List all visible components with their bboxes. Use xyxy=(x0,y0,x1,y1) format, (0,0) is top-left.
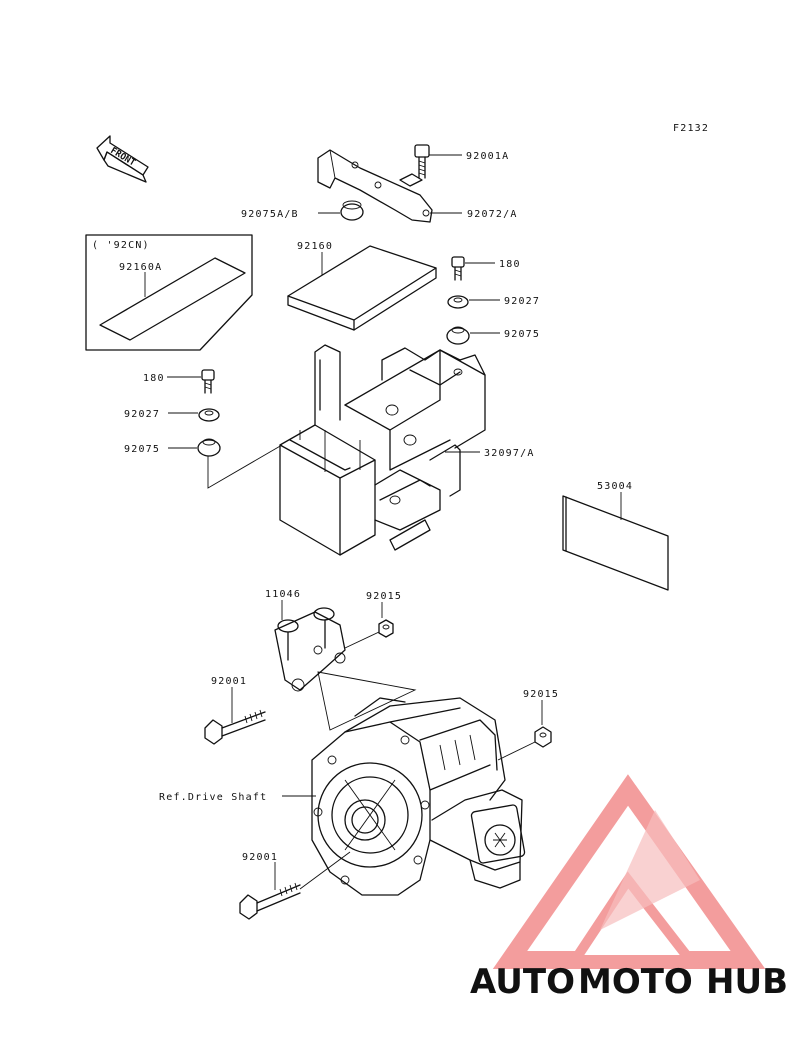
washer-92027-right xyxy=(447,295,469,309)
watermark-logo xyxy=(492,774,766,969)
watermark-hub: HUB xyxy=(706,962,788,1002)
label-92027-left: 92027 xyxy=(124,409,160,420)
bolt-92001A xyxy=(414,144,430,179)
label-92027-right: 92027 xyxy=(504,296,540,307)
label-92001-lower: 92001 xyxy=(242,852,278,863)
label-32097A: 32097/A xyxy=(484,448,535,459)
label-53004: 53004 xyxy=(597,481,633,492)
inset-92cn: ( '92CN) 92160A xyxy=(85,234,253,351)
inset-label: ( '92CN) xyxy=(92,240,150,251)
label-plate-53004: 53004 xyxy=(562,481,669,591)
grommet-92075-right xyxy=(446,326,470,345)
label-180-right: 180 xyxy=(499,259,521,270)
nut-92015-right: 92015 xyxy=(497,689,559,761)
label-92015-top: 92015 xyxy=(366,591,402,602)
label-92001-upper: 92001 xyxy=(211,676,247,687)
pad-92160: 92160 xyxy=(287,241,437,331)
label-92015-right: 92015 xyxy=(523,689,559,700)
nut-92015-top: 92015 xyxy=(344,591,402,649)
watermark-moto: MOTO xyxy=(578,962,693,1002)
watermark-auto: AUTO xyxy=(470,962,575,1002)
label-92075AB: 92075A/B xyxy=(241,209,299,220)
label-92075-left: 92075 xyxy=(124,444,160,455)
mount-11046: 11046 xyxy=(265,589,346,692)
bolt-92001-upper: 92001 xyxy=(204,676,266,745)
front-label: FRONT xyxy=(108,146,137,169)
bolt-180-left xyxy=(201,369,215,394)
front-arrow-icon: FRONT xyxy=(96,135,149,183)
watermark-text: AUTO MOTO HUB xyxy=(470,962,788,1002)
figure-code: F2132 xyxy=(673,123,709,134)
label-92160: 92160 xyxy=(297,241,333,252)
final-gear-case xyxy=(311,697,526,896)
label-92072A: 92072/A xyxy=(467,209,518,220)
grommet-92075-left xyxy=(197,438,221,457)
bracket-92072 xyxy=(317,149,433,223)
bolt-92001-lower: 92001 xyxy=(239,851,351,920)
bolt-180-right xyxy=(451,256,465,281)
battery-case-32097 xyxy=(279,344,486,556)
label-92001A: 92001A xyxy=(466,151,509,162)
label-92160A: 92160A xyxy=(119,262,162,273)
label-92075-right: 92075 xyxy=(504,329,540,340)
label-11046: 11046 xyxy=(265,589,301,600)
grommet-92075AB xyxy=(340,200,364,221)
label-ref-drive-shaft: Ref.Drive Shaft xyxy=(159,792,267,803)
label-180-left: 180 xyxy=(143,373,165,384)
washer-92027-left xyxy=(198,408,220,422)
